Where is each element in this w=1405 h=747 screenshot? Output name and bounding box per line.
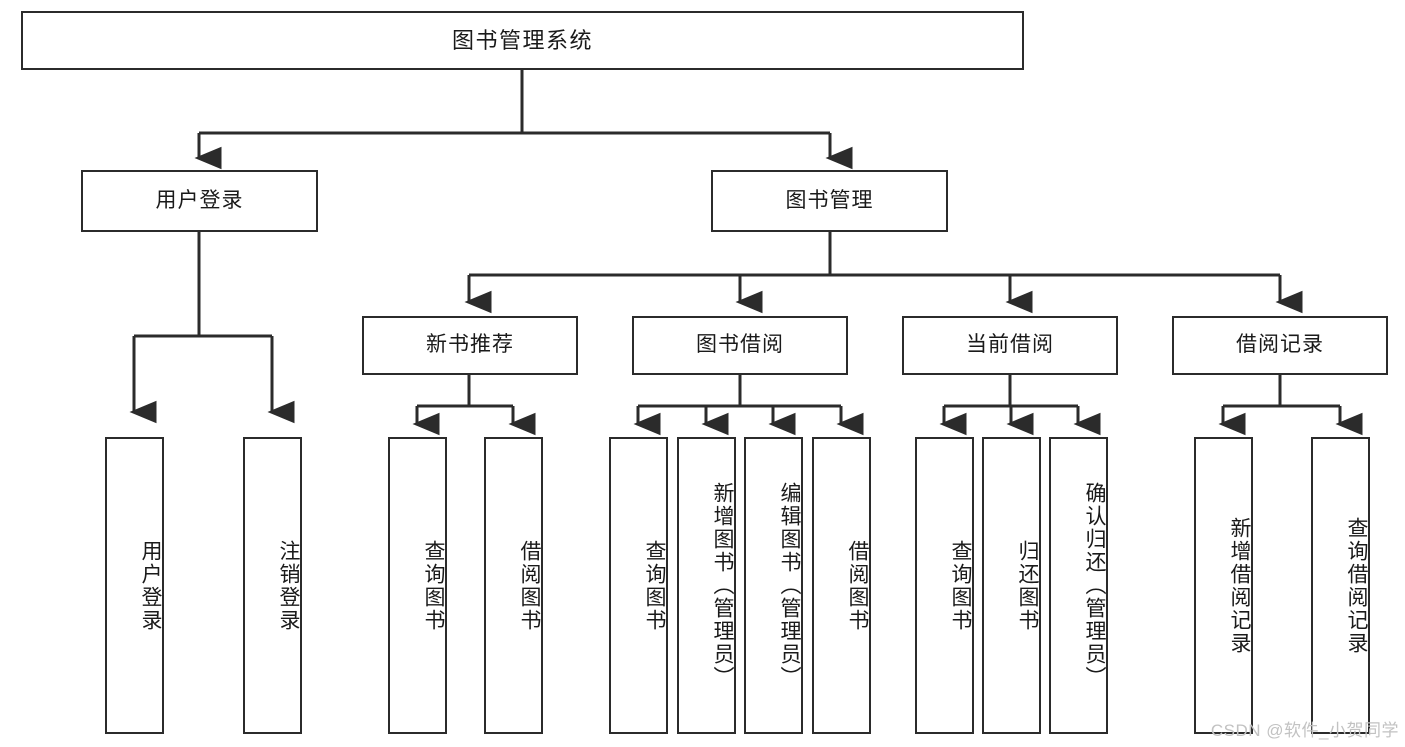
node-label: 新增借阅记录 xyxy=(1228,516,1251,655)
node-label: 查询图书 xyxy=(422,539,445,632)
leaf-recommend-borrow-book[interactable]: 借阅图书 xyxy=(484,437,543,734)
leaf-current-return-book[interactable]: 归还图书 xyxy=(982,437,1041,734)
node-label: 归还图书 xyxy=(1016,539,1039,632)
node-label: 编辑图书（管理员） xyxy=(778,482,801,689)
leaf-record-query-record[interactable]: 查询借阅记录 xyxy=(1311,437,1370,734)
leaf-borrow-edit-book-admin[interactable]: 编辑图书（管理员） xyxy=(744,437,803,734)
leaf-recommend-query-book[interactable]: 查询图书 xyxy=(388,437,447,734)
leaf-current-confirm-return-admin[interactable]: 确认归还（管理员） xyxy=(1049,437,1108,734)
leaf-borrow-add-book-admin[interactable]: 新增图书（管理员） xyxy=(677,437,736,734)
node-label: 借阅图书 xyxy=(518,539,541,632)
node-book-management[interactable]: 图书管理 xyxy=(711,170,948,232)
leaf-user-login-login[interactable]: 用户登录 xyxy=(105,437,164,734)
node-label: 图书管理 xyxy=(785,188,874,212)
leaf-borrow-borrow-book[interactable]: 借阅图书 xyxy=(812,437,871,734)
watermark: CSDN @软件_小贺同学 xyxy=(1210,721,1399,740)
node-label: 新增图书（管理员） xyxy=(711,482,734,689)
node-book-borrow[interactable]: 图书借阅 xyxy=(632,316,848,375)
node-label: 图书管理系统 xyxy=(451,27,593,53)
node-label: 确认归还（管理员） xyxy=(1083,482,1106,689)
node-label: 注销登录 xyxy=(277,539,300,632)
node-label: 借阅记录 xyxy=(1236,333,1324,357)
node-label: 查询借阅记录 xyxy=(1345,516,1368,655)
node-user-login[interactable]: 用户登录 xyxy=(81,170,318,232)
node-label: 图书借阅 xyxy=(696,333,784,357)
node-label: 当前借阅 xyxy=(966,333,1054,357)
node-current-borrow[interactable]: 当前借阅 xyxy=(902,316,1118,375)
node-label: 查询图书 xyxy=(643,539,666,632)
leaf-current-query-book[interactable]: 查询图书 xyxy=(915,437,974,734)
node-label: 查询图书 xyxy=(949,539,972,632)
node-label: 用户登录 xyxy=(139,539,162,632)
leaf-record-add-record[interactable]: 新增借阅记录 xyxy=(1194,437,1253,734)
leaf-borrow-query-book[interactable]: 查询图书 xyxy=(609,437,668,734)
node-root-system[interactable]: 图书管理系统 xyxy=(21,11,1024,70)
node-borrow-record[interactable]: 借阅记录 xyxy=(1172,316,1388,375)
node-label: 借阅图书 xyxy=(846,539,869,632)
leaf-user-login-logout[interactable]: 注销登录 xyxy=(243,437,302,734)
node-label: 用户登录 xyxy=(155,188,244,212)
node-new-book-recommend[interactable]: 新书推荐 xyxy=(362,316,578,375)
node-label: 新书推荐 xyxy=(426,333,514,357)
